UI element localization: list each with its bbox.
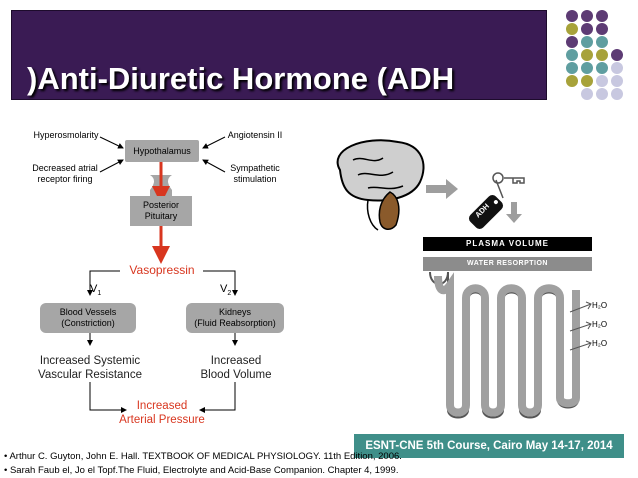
- vasopressin-label: Vasopressin: [129, 263, 195, 277]
- decor-dot: [596, 88, 608, 100]
- blood-vessels-line1: Blood Vessels: [59, 307, 117, 318]
- h2o-label-1: H₂O: [592, 301, 608, 310]
- posterior-pituitary-box: Posterior Pituitary: [130, 196, 192, 226]
- input-sympathetic-line2: stimulation: [233, 173, 277, 184]
- blood-vessels-box: Blood Vessels (Constriction): [40, 303, 136, 333]
- h2o-label-2: H₂O: [592, 320, 608, 329]
- reference-1: • Arthur C. Guyton, John E. Hall. TEXTBO…: [4, 451, 402, 462]
- posterior-pituitary-line1: Posterior: [142, 200, 179, 211]
- map-line1: Increased: [136, 400, 188, 412]
- v1-receptor-label: V1: [90, 283, 102, 298]
- input-atrial: Decreased atrial receptor firing: [20, 163, 110, 185]
- decor-dot: [581, 62, 593, 74]
- tubule-fill-icon: [434, 272, 580, 417]
- blood-volume-line2: Blood Volume: [200, 369, 272, 382]
- references: • Arthur C. Guyton, John E. Hall. TEXTBO…: [4, 450, 402, 478]
- decor-dot: [581, 23, 593, 35]
- brain-icon: [336, 139, 425, 231]
- input-atrial-line1: Decreased atrial: [32, 163, 98, 173]
- input-hyperosmolarity: Hyperosmolarity: [33, 130, 99, 140]
- input-sympathetic-line1: Sympathetic: [230, 163, 280, 173]
- map-line2: Arterial Pressure: [119, 414, 205, 427]
- svr-outcome: Increased Systemic Vascular Resistance: [30, 354, 150, 383]
- title-bar: )Anti-Diuretic Hormone (ADH: [11, 10, 547, 100]
- decor-dot: [566, 23, 578, 35]
- decor-dot: [611, 49, 623, 61]
- decor-dot: [581, 75, 593, 87]
- decor-dot: [581, 88, 593, 100]
- posterior-pituitary-line2: Pituitary: [144, 211, 178, 221]
- adh-key-icon: [468, 172, 525, 230]
- water-resorption-bar: WATER RESORPTION: [423, 257, 592, 271]
- decorative-dot-grid: [566, 10, 636, 102]
- decor-dot: [596, 10, 608, 22]
- arterial-pressure-outcome: Increased Arterial Pressure: [107, 399, 217, 428]
- decor-dot: [596, 62, 608, 74]
- decor-dot: [566, 49, 578, 61]
- blood-volume-line1: Increased: [210, 355, 262, 367]
- decor-dot: [566, 75, 578, 87]
- decor-dot: [611, 62, 623, 74]
- decor-dot: [596, 49, 608, 61]
- decor-dot: [566, 10, 578, 22]
- svr-line2: Vascular Resistance: [38, 369, 142, 382]
- reference-2: • Sarah Faub el, Jo el Topf.The Fluid, E…: [4, 465, 399, 476]
- decor-dot: [596, 23, 608, 35]
- hypothalamus-box: Hypothalamus: [125, 140, 199, 162]
- plasma-volume-bar: PLASMA VOLUME: [423, 237, 592, 251]
- decor-dot: [596, 36, 608, 48]
- decor-dot: [581, 36, 593, 48]
- course-banner: ESNT-CNE 5th Course, Cairo May 14-17, 20…: [354, 434, 624, 458]
- input-angiotensin: Angiotensin II: [227, 130, 283, 140]
- kidneys-line2: (Fluid Reabsorption): [194, 318, 276, 328]
- decor-dot: [611, 88, 623, 100]
- blood-vessels-line2: (Constriction): [61, 318, 115, 328]
- kidneys-line1: Kidneys: [218, 307, 251, 318]
- decor-dot: [566, 36, 578, 48]
- decor-dot: [581, 10, 593, 22]
- svr-line1: Increased Systemic: [39, 355, 141, 367]
- decor-dot: [611, 75, 623, 87]
- input-atrial-line2: receptor firing: [37, 173, 93, 184]
- slide-title: )Anti-Diuretic Hormone (ADH: [27, 61, 455, 96]
- down-arrow-icon: [506, 202, 522, 223]
- illustration-graphics: [336, 139, 592, 419]
- decor-dot: [596, 75, 608, 87]
- h2o-label-3: H₂O: [592, 339, 608, 348]
- decor-dot: [566, 62, 578, 74]
- blood-volume-outcome: Increased Blood Volume: [186, 354, 286, 383]
- input-sympathetic: Sympathetic stimulation: [215, 163, 295, 185]
- kidneys-box: Kidneys (Fluid Reabsorption): [186, 303, 284, 333]
- water-arrows-icon: [569, 301, 592, 351]
- decor-dot: [581, 49, 593, 61]
- flow-arrow-icon: [426, 179, 458, 199]
- v2-receptor-label: V2: [220, 283, 232, 298]
